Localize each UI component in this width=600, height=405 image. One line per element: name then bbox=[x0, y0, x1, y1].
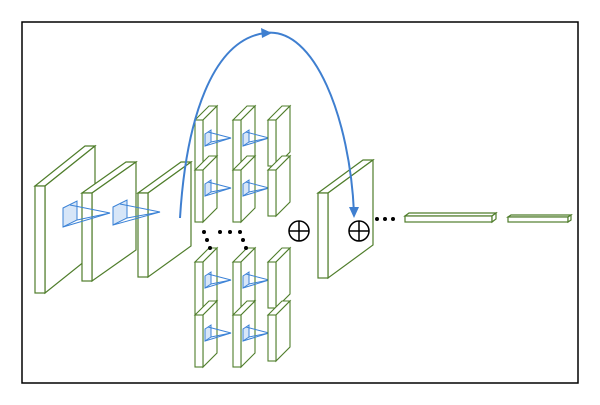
outer-frame bbox=[21, 21, 579, 384]
fc-layer-1 bbox=[403, 211, 498, 224]
branch-slab-11 bbox=[231, 299, 270, 369]
merge-block bbox=[316, 158, 375, 280]
arrowhead-bottom bbox=[349, 207, 359, 218]
branch-slab-12 bbox=[266, 299, 292, 363]
kernel-pyramid-2 bbox=[112, 199, 161, 226]
adder-1 bbox=[288, 220, 310, 242]
branch-slab-9 bbox=[266, 246, 292, 310]
branch-slab-7 bbox=[193, 246, 232, 316]
branch-slab-6 bbox=[266, 154, 292, 218]
fc-2-front bbox=[507, 216, 569, 223]
fc-layer-2 bbox=[506, 213, 573, 224]
slab-front bbox=[267, 169, 277, 217]
kernel-ray bbox=[204, 279, 232, 289]
fc-1-front bbox=[404, 215, 493, 223]
block-2-front bbox=[81, 192, 93, 282]
dot bbox=[208, 246, 212, 250]
block-1-front bbox=[34, 185, 46, 294]
dot bbox=[244, 246, 248, 250]
dot bbox=[391, 217, 395, 221]
kernel-ray bbox=[242, 137, 270, 147]
kernel-2-ray-b bbox=[112, 211, 161, 226]
kernel-ray bbox=[242, 332, 270, 342]
branch-blocks bbox=[193, 104, 292, 369]
dot bbox=[375, 217, 379, 221]
fc-1-side bbox=[491, 211, 497, 224]
kernel-ray bbox=[204, 332, 232, 342]
branch-slab-4 bbox=[193, 154, 232, 224]
slab-front bbox=[232, 169, 242, 223]
adder-2 bbox=[348, 220, 370, 242]
branch-slab-3 bbox=[266, 104, 292, 168]
block-3-front bbox=[137, 192, 149, 278]
dot bbox=[238, 230, 242, 234]
kernel-ray bbox=[204, 187, 232, 197]
merge-front bbox=[317, 192, 329, 279]
arrowhead-top bbox=[261, 28, 272, 38]
branch-dots bbox=[202, 230, 248, 250]
dot bbox=[228, 230, 232, 234]
slab-front bbox=[267, 261, 277, 309]
slab-front bbox=[232, 314, 242, 368]
fc-2-side bbox=[567, 213, 572, 224]
branch-slab-10 bbox=[193, 299, 232, 369]
block-3-side bbox=[147, 160, 192, 279]
input-block-3 bbox=[136, 160, 193, 279]
slab-front bbox=[232, 261, 242, 315]
branch-slab-5 bbox=[231, 154, 270, 224]
arrowhead-icon bbox=[261, 28, 359, 218]
slab-front bbox=[194, 169, 204, 223]
slab-front bbox=[267, 314, 277, 362]
dot bbox=[383, 217, 387, 221]
kernel-1-ray-b bbox=[62, 212, 111, 228]
slab-front bbox=[267, 119, 277, 167]
kernel-ray bbox=[242, 279, 270, 289]
branch-slab-8 bbox=[231, 246, 270, 316]
dot bbox=[241, 238, 245, 242]
dot bbox=[202, 230, 206, 234]
kernel-ray bbox=[204, 137, 232, 147]
slab-front bbox=[194, 314, 204, 368]
kernel-pyramid-1 bbox=[62, 200, 111, 228]
dot bbox=[205, 238, 209, 242]
kernel-ray bbox=[242, 187, 270, 197]
dot bbox=[218, 230, 222, 234]
slab-front bbox=[194, 261, 204, 315]
output-dots bbox=[375, 217, 395, 221]
